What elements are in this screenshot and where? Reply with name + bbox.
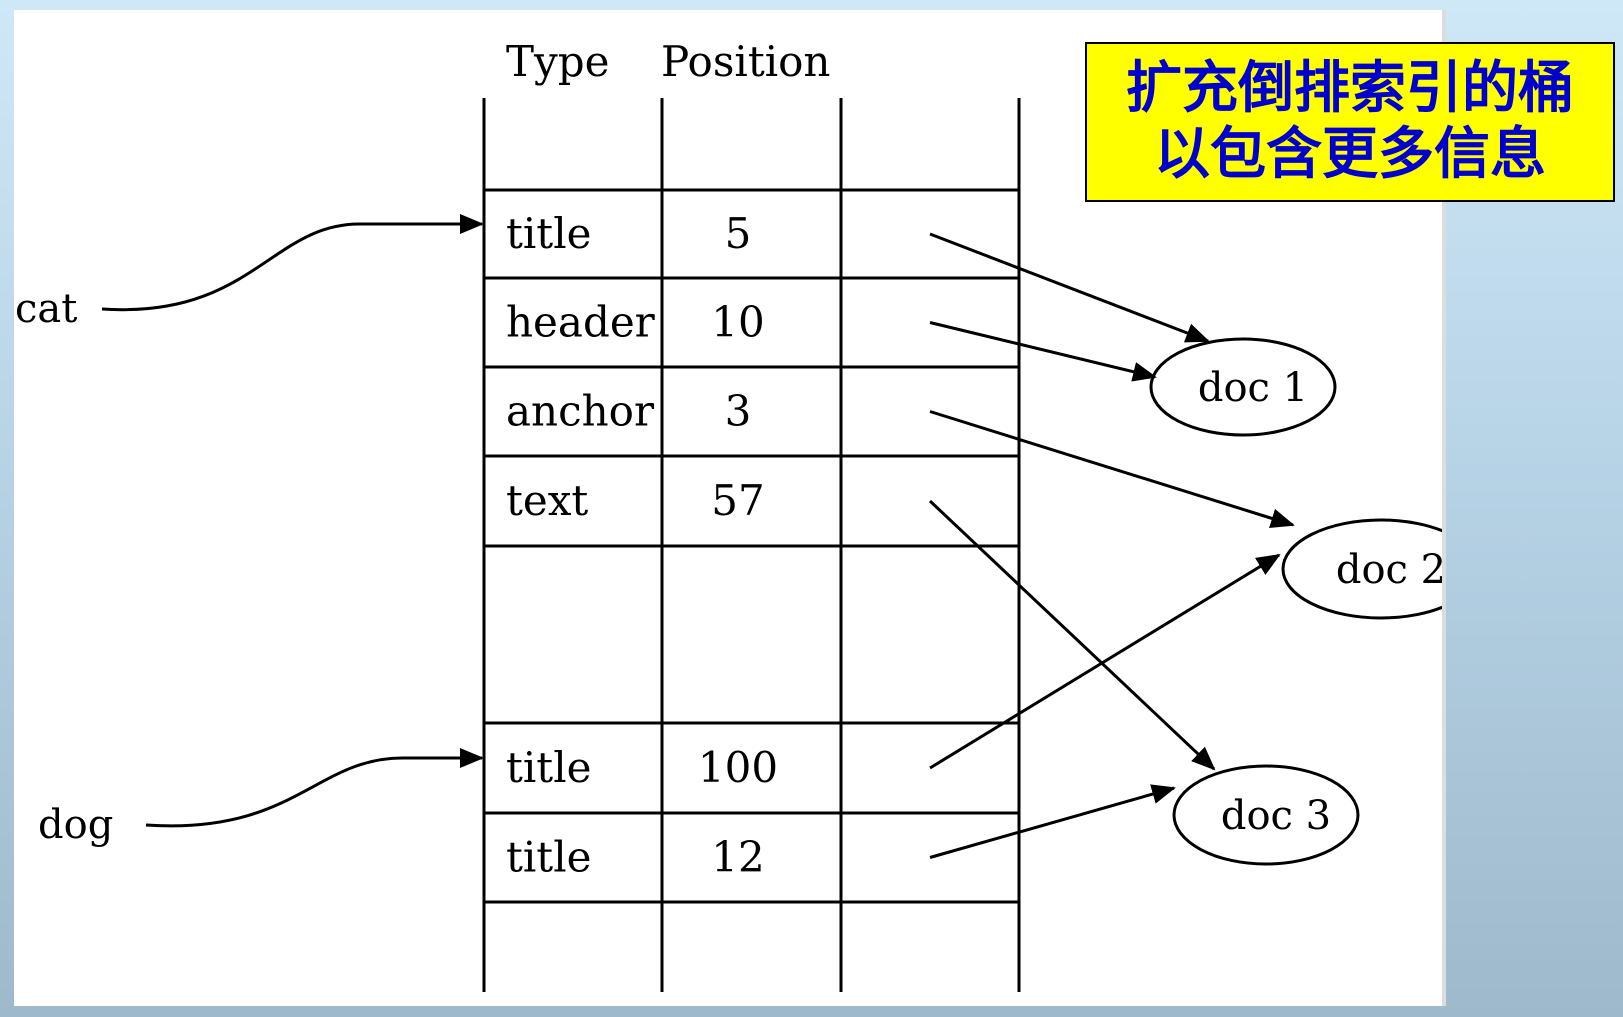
posting-link-3 — [928, 499, 1216, 771]
doc-label-2: doc 2 — [1336, 547, 1446, 593]
cell-position-2: 10 — [711, 298, 764, 347]
callout-text: 扩充倒排索引的桶 以包含更多信息 — [1126, 56, 1574, 187]
posting-link-2 — [929, 410, 1295, 528]
term-pointers — [101, 214, 484, 828]
posting-link-4 — [929, 553, 1281, 770]
cell-type-6: title — [506, 743, 591, 792]
doc-label-3: doc 3 — [1221, 793, 1331, 839]
term-label-dog: dog — [38, 802, 113, 848]
posting-link-1 — [929, 321, 1157, 382]
cell-type-7: title — [506, 833, 591, 882]
cell-type-2: header — [506, 298, 656, 347]
cell-position-7: 12 — [711, 833, 764, 882]
cell-position-6: 100 — [698, 743, 778, 792]
doc-label-1: doc 1 — [1198, 365, 1308, 411]
term-labels: cat dog — [15, 286, 113, 848]
cell-type-3: anchor — [506, 387, 655, 436]
cell-position-1: 5 — [725, 209, 752, 258]
cell-type-1: title — [506, 209, 591, 258]
term-label-cat: cat — [15, 286, 77, 332]
bucket-table-cells: title 5 header 10 anchor 3 text 57 title 100 title… — [506, 209, 778, 882]
doc-ellipse-2 — [1281, 518, 1442, 620]
doc-ellipse-1 — [1149, 337, 1337, 437]
term-pointer-cat — [101, 214, 484, 312]
callout-box: 扩充倒排索引的桶 以包含更多信息 — [1085, 42, 1615, 202]
header-position: Position — [661, 37, 830, 86]
posting-links — [928, 232, 1295, 859]
cell-position-4: 57 — [711, 476, 764, 525]
bucket-table-grid — [482, 98, 1021, 992]
doc-ellipse-3 — [1172, 764, 1360, 866]
posting-link-0 — [929, 232, 1210, 343]
doc-node-3: doc 3 — [1172, 764, 1360, 866]
document-nodes: doc 1 doc 2 doc 3 — [1149, 337, 1446, 866]
doc-node-2: doc 2 — [1281, 518, 1446, 620]
posting-link-5 — [929, 784, 1176, 859]
header-type: Type — [506, 37, 609, 86]
term-pointer-dog — [145, 748, 484, 828]
doc-node-1: doc 1 — [1149, 337, 1337, 437]
cell-type-4: text — [506, 476, 588, 525]
cell-position-3: 3 — [725, 387, 752, 436]
